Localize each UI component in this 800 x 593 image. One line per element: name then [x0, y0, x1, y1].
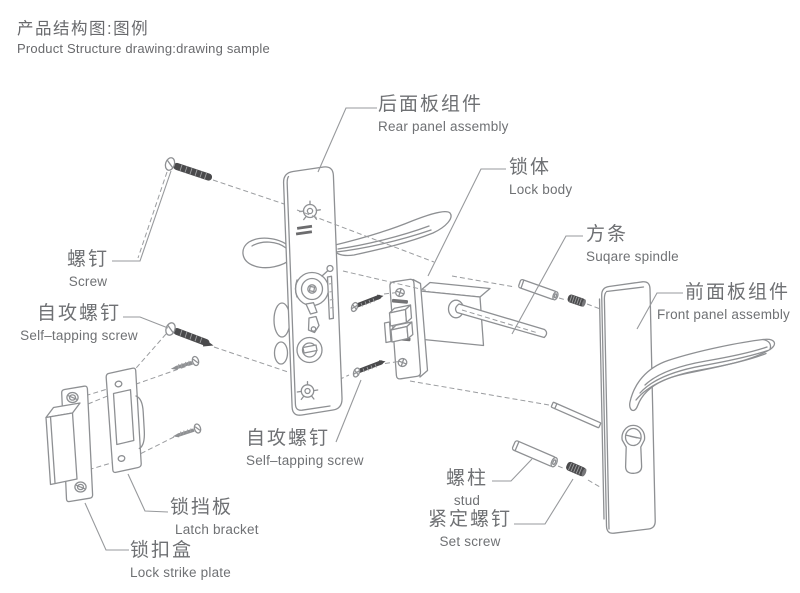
- label-en: Rear panel assembly: [378, 119, 509, 134]
- label-en: Set screw: [439, 534, 501, 549]
- label-latch-bracket: 锁挡板 Latch bracket: [170, 497, 259, 538]
- self-tapping-screw-small-3: [350, 294, 384, 313]
- label-self-tapping-screw-upper: 自攻螺钉 Self–tapping screw: [6, 303, 152, 344]
- label-leader-lines: [84, 107, 683, 551]
- screw-drawing: [164, 157, 213, 181]
- page-title-zh: 产品结构图:图例: [17, 20, 150, 38]
- stud-drawing-upper: [518, 279, 559, 301]
- self-tapping-screw-small-4: [352, 360, 386, 378]
- stamp-mark: [295, 230, 313, 236]
- page-title: 产品结构图:图例 Product Structure drawing:drawi…: [17, 19, 270, 57]
- label-zh: 螺钉: [66, 249, 109, 270]
- label-zh: 后面板组件: [378, 94, 484, 115]
- label-lock-strike-plate: 锁扣盒 Lock strike plate: [130, 540, 231, 581]
- label-en: Self–tapping screw: [20, 328, 138, 343]
- label-front-panel-assembly: 前面板组件 Front panel assembly: [640, 282, 790, 323]
- label-en: Self–tapping screw: [246, 453, 364, 468]
- label-lock-body: 锁体 Lock body: [509, 157, 572, 198]
- stamp-mark: [296, 224, 313, 230]
- self-tapping-screw-drawing: [165, 322, 214, 347]
- self-tapping-screw-small-2: [172, 423, 202, 438]
- set-screw-drawing-upper: [567, 294, 586, 307]
- front-panel-assembly-drawing: [598, 281, 776, 534]
- label-en: stud: [453, 493, 481, 508]
- lock-body-drawing: [383, 278, 548, 380]
- assembly-guide-lines: [77, 171, 550, 473]
- label-zh: 自攻螺钉: [246, 428, 331, 449]
- label-zh: 前面板组件: [684, 282, 790, 303]
- label-en: Suqare spindle: [586, 249, 679, 264]
- label-zh: 自攻螺钉: [36, 303, 121, 324]
- label-en: Lock body: [509, 182, 573, 197]
- lock-strike-plate-drawing: [45, 385, 94, 503]
- label-screw: 螺钉 Screw: [45, 249, 131, 290]
- label-stud: 螺柱 stud: [421, 468, 513, 509]
- label-set-screw: 紧定螺钉 Set screw: [420, 509, 520, 550]
- label-self-tapping-screw-lower: 自攻螺钉 Self–tapping screw: [246, 428, 364, 469]
- label-zh: 螺柱: [445, 468, 488, 489]
- assembly-guide-lines-front: [296, 209, 601, 488]
- label-en: Lock strike plate: [130, 565, 231, 580]
- stud-drawing-lower: [511, 440, 558, 468]
- square-spindle-tail-drawing: [550, 401, 602, 429]
- rear-panel-assembly-drawing: [242, 166, 452, 416]
- label-square-spindle: 方条 Suqare spindle: [586, 224, 679, 265]
- label-zh: 锁扣盒: [130, 540, 194, 561]
- latch-bracket-drawing: [105, 367, 146, 474]
- label-zh: 紧定螺钉: [427, 509, 512, 530]
- label-zh: 方条: [586, 224, 629, 245]
- label-rear-panel-assembly: 后面板组件 Rear panel assembly: [378, 94, 509, 135]
- label-en: Screw: [68, 274, 108, 289]
- self-tapping-screw-small-1: [170, 355, 200, 370]
- set-screw-drawing-lower: [566, 461, 587, 477]
- page-title-en: Product Structure drawing:drawing sample: [17, 41, 270, 56]
- stamp-mark: [391, 298, 409, 304]
- label-zh: 锁挡板: [170, 497, 234, 518]
- label-en: Front panel assembly: [656, 307, 790, 322]
- label-en: Latch bracket: [175, 522, 259, 537]
- label-zh: 锁体: [509, 157, 552, 178]
